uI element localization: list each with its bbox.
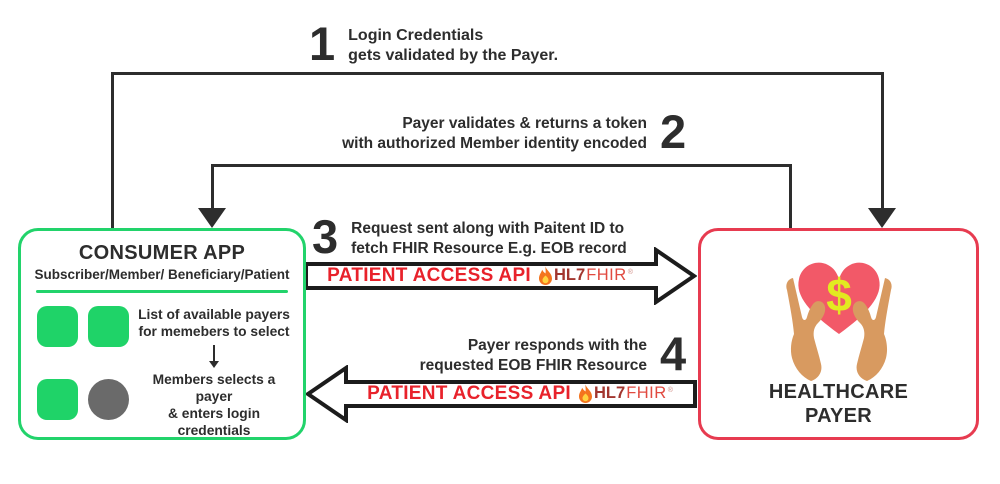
registered-mark: ®: [667, 386, 673, 394]
connector-1-horizontal: [111, 72, 884, 75]
payers-list-note: List of available payers for memebers to…: [138, 307, 290, 339]
healthcare-payer-box: $ HEALTHCARE PAYER: [698, 228, 979, 440]
step-2-number: 2: [660, 105, 687, 158]
hl7-text: HL7: [554, 266, 586, 284]
step-1-number: 1: [309, 17, 336, 70]
consumer-app-box: CONSUMER APP Subscriber/Member/ Benefici…: [18, 228, 306, 440]
fhir-flame-icon: [539, 266, 553, 285]
payer-option-square: [37, 306, 78, 347]
consumer-app-content: List of available payers for memebers to…: [21, 293, 303, 439]
dollar-sign: $: [826, 269, 852, 321]
payer-options-grid: [37, 306, 129, 439]
connector-2-right-vertical: [789, 164, 792, 229]
api-response-label: PATIENT ACCESS API HL7 FHIR ®: [352, 380, 688, 407]
step-2-annotation: Payer validates & returns a token with a…: [298, 105, 687, 158]
fhir-flame-icon: [579, 384, 593, 403]
api-request-arrow: [304, 247, 697, 305]
step-3-annotation: 3 Request sent along with Paitent ID to …: [312, 210, 627, 263]
fhir-text: FHIR: [586, 266, 627, 284]
hl7-fhir-logo: HL7 FHIR ®: [578, 384, 673, 404]
registered-mark: ®: [627, 268, 633, 276]
consumer-app-subtitle: Subscriber/Member/ Beneficiary/Patient: [34, 267, 290, 282]
healthcare-payer-title: HEALTHCARE PAYER: [768, 381, 909, 427]
fhir-text: FHIR: [626, 384, 667, 402]
connector-2-horizontal: [211, 164, 792, 167]
patient-access-api-text: PATIENT ACCESS API: [327, 264, 532, 286]
step-3-text: Request sent along with Paitent ID to fe…: [351, 220, 627, 257]
step-1-text: Login Credentials gets validated by the …: [348, 27, 559, 64]
api-response-arrow-shape: [304, 365, 697, 423]
consumer-app-notes: List of available payers for memebers to…: [133, 306, 295, 439]
payer-option-square: [37, 378, 78, 420]
consumer-app-title: CONSUMER APP: [78, 242, 246, 264]
hl7-text: HL7: [594, 384, 626, 402]
down-arrow-icon: [209, 345, 219, 368]
step-4-annotation: Payer responds with the requested EOB FH…: [296, 327, 687, 380]
payer-option-square: [88, 306, 129, 347]
connector-2-arrowhead-icon: [198, 208, 226, 228]
step-3-number: 3: [312, 210, 339, 263]
heart-dollar-hands-icon: $: [785, 262, 892, 381]
step-4-text: Payer responds with the requested EOB FH…: [419, 337, 647, 374]
step-1-annotation: 1 Login Credentials gets validated by th…: [309, 17, 559, 70]
api-response-arrow: [304, 365, 697, 423]
api-request-arrow-shape: [304, 247, 697, 305]
connector-1-left-vertical: [111, 72, 114, 229]
connector-1-right-vertical: [881, 72, 884, 210]
right-hand-shape: [852, 278, 892, 381]
left-hand-shape: [785, 278, 825, 381]
connector-1-arrowhead-icon: [868, 208, 896, 228]
patient-access-api-text: PATIENT ACCESS API: [367, 382, 572, 404]
api-request-label: PATIENT ACCESS API HL7 FHIR ®: [312, 262, 648, 289]
step-2-text: Payer validates & returns a token with a…: [342, 115, 647, 152]
selected-payer-circle: [88, 378, 129, 420]
hl7-fhir-logo: HL7 FHIR ®: [538, 266, 633, 286]
divider: [36, 290, 288, 293]
step-4-number: 4: [660, 327, 687, 380]
connector-2-left-vertical: [211, 164, 214, 210]
member-select-note: Members selects a payer & enters login c…: [152, 372, 276, 438]
